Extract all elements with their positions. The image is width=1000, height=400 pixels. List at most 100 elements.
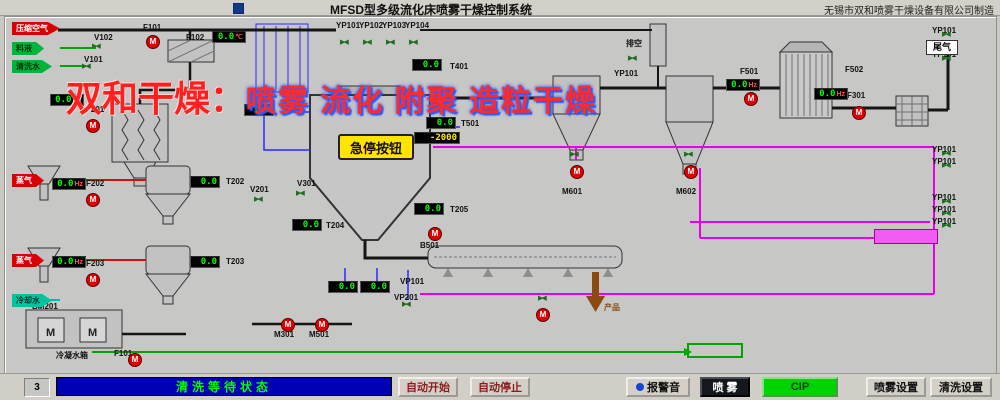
tag-label: F102 — [186, 33, 205, 42]
tag-label: YP101 — [932, 217, 957, 226]
pump-icon[interactable]: M — [744, 92, 758, 106]
display-unit: Hz — [74, 258, 83, 266]
tag-label: T205 — [450, 205, 469, 214]
valve-icon[interactable]: ▶◀ — [942, 150, 951, 157]
pump-icon[interactable]: M — [428, 227, 442, 241]
display-unit: Hz — [748, 81, 757, 89]
pump-icon[interactable]: M — [852, 106, 866, 120]
display-value: -2000 — [429, 132, 457, 143]
emergency-stop-button[interactable]: 急停按钮 — [338, 134, 414, 160]
display-value: 0.0 — [819, 88, 836, 99]
tag-label: YP101 — [614, 69, 639, 78]
valve-icon[interactable]: ▶◀ — [538, 295, 547, 302]
valve-icon[interactable]: ▶◀ — [363, 39, 372, 46]
valve-icon[interactable]: ▶◀ — [82, 63, 91, 70]
tag-label: F201 — [86, 105, 105, 114]
tag-label: VP201 — [394, 293, 419, 302]
tag-label: F202 — [86, 179, 105, 188]
tag-label: T202 — [226, 177, 245, 186]
display-unit: ℃ — [235, 33, 243, 41]
alarm-mute-button[interactable]: 报警音 — [626, 377, 690, 397]
spray-mode-button[interactable]: 喷 雾 — [700, 377, 750, 397]
alarm-icon — [636, 383, 644, 391]
tag-label: T204 — [326, 221, 345, 230]
pump-icon[interactable]: M — [86, 193, 100, 207]
exhaust-fan-box — [874, 229, 938, 244]
feed-arrow: 清洗水 — [12, 60, 52, 73]
valve-icon[interactable]: ▶◀ — [942, 55, 951, 62]
display-unit: Hz — [72, 96, 81, 104]
pump-icon[interactable]: M — [536, 308, 550, 322]
tag-label: F501 — [740, 67, 759, 76]
pump-icon[interactable]: M — [146, 35, 160, 49]
valve-icon[interactable]: ▶◀ — [570, 151, 579, 158]
valve-icon[interactable]: ▶◀ — [254, 196, 263, 203]
display-value: 0.0 — [731, 79, 748, 90]
system-icon — [233, 3, 244, 14]
valve-icon[interactable]: ▶◀ — [942, 162, 951, 169]
pump-icon[interactable]: M — [315, 318, 329, 332]
tag-label: YP102 — [359, 21, 384, 30]
value-display: 0.0 — [292, 219, 322, 231]
tag-label: YP103 — [382, 21, 407, 30]
tag-label: YP101 — [932, 157, 957, 166]
pump-icon[interactable]: M — [86, 273, 100, 287]
tag-label: V301 — [297, 179, 316, 188]
tag-label: YP101 — [932, 205, 957, 214]
tag-label: F502 — [845, 65, 864, 74]
valve-icon[interactable]: ▶◀ — [340, 39, 349, 46]
tag-label: 产品 — [604, 303, 620, 312]
pump-icon[interactable]: M — [128, 353, 142, 367]
tag-label: F301 — [847, 91, 866, 100]
display-value: 0.0 — [57, 256, 74, 267]
valve-icon[interactable]: ▶◀ — [296, 190, 305, 197]
tag-label: M602 — [676, 187, 697, 196]
tag-label: V201 — [250, 185, 269, 194]
value-display: 0.0 — [190, 256, 220, 268]
display-value: 0.0 — [57, 178, 74, 189]
tag-label: 排空 — [626, 39, 642, 48]
tag-label: T201 — [284, 105, 303, 114]
pump-icon[interactable]: M — [281, 318, 295, 332]
valve-icon[interactable]: ▶◀ — [942, 210, 951, 217]
tag-label: F101 — [114, 349, 133, 358]
pump-icon[interactable]: M — [86, 119, 100, 133]
valve-icon[interactable]: ▶◀ — [628, 55, 637, 62]
tag-label: V102 — [94, 33, 113, 42]
tag-label: F101 — [143, 23, 162, 32]
valve-icon[interactable]: ▶◀ — [386, 39, 395, 46]
page-title: MFSD型多级流化床喷雾干燥控制系统 — [330, 3, 532, 17]
clean-settings-button[interactable]: 清洗设置 — [930, 377, 992, 397]
alarm-mute-label: 报警音 — [647, 382, 680, 394]
display-value: 0.0 — [200, 256, 217, 267]
tag-label: YP104 — [405, 21, 430, 30]
valve-icon[interactable]: ▶◀ — [942, 222, 951, 229]
auto-stop-button[interactable]: 自动停止 — [470, 377, 530, 397]
pump-icon[interactable]: M — [684, 165, 698, 179]
pump-icon[interactable]: M — [570, 165, 584, 179]
tag-label: YP101 — [336, 21, 361, 30]
display-value: 0.0 — [424, 203, 441, 214]
tag-label: T401 — [450, 62, 469, 71]
valve-icon[interactable]: ▶◀ — [684, 151, 693, 158]
manufacturer-label: 无锡市双和喷雾干燥设备有限公司制造 — [824, 6, 994, 17]
spray-settings-button[interactable]: 喷雾设置 — [866, 377, 926, 397]
valve-icon[interactable]: ▶◀ — [409, 39, 418, 46]
valve-icon[interactable]: ▶◀ — [942, 31, 951, 38]
feed-arrow: 压缩空气 — [12, 22, 60, 35]
value-display: 0.0 — [426, 117, 456, 129]
auto-start-button[interactable]: 自动开始 — [398, 377, 458, 397]
cip-mode-button[interactable]: CIP — [762, 377, 838, 397]
valve-icon[interactable]: ▶◀ — [942, 198, 951, 205]
valve-icon[interactable]: ▶◀ — [402, 301, 411, 308]
status-message: 清洗等待状态 — [56, 377, 392, 396]
display-value: 0.0 — [254, 104, 271, 115]
status-bar: 3 清洗等待状态 自动开始 自动停止 报警音 喷 雾 CIP 喷雾设置 清洗设置 — [0, 373, 1000, 400]
tag-label: B501 — [420, 241, 440, 250]
valve-icon[interactable]: ▶◀ — [92, 43, 101, 50]
display-value: 0.0 — [422, 59, 439, 70]
